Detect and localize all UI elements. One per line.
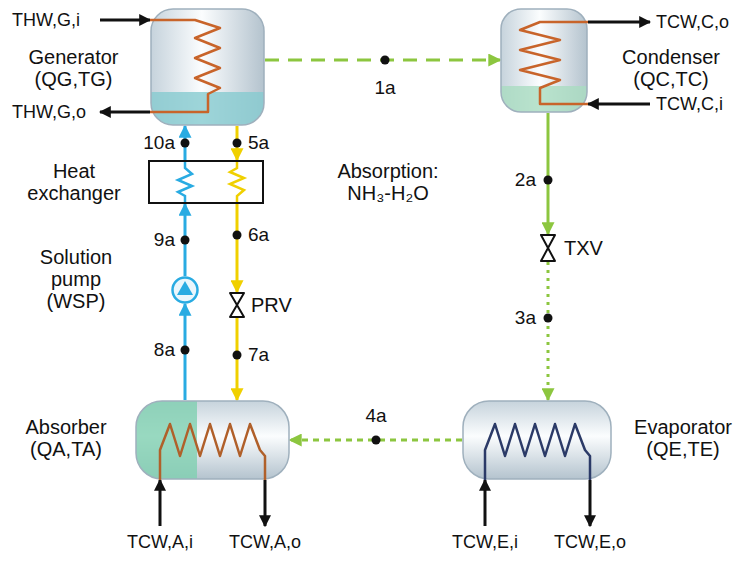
hot-water-outlet-arrow [100,111,150,114]
shape-drawing [135,400,290,480]
pump-casing [173,278,198,303]
state-point-label: 4a [363,405,388,427]
chilled-water-inlet-arrow [484,480,487,526]
liquid-level [136,401,197,479]
heat-transfer-coil [485,424,590,480]
state-point-dot [181,236,190,245]
flow-line [236,204,239,292]
label-holder: PRV [251,292,301,318]
pump-triangle [177,281,193,295]
label-holder: Evaporator (QE,TE) [618,416,748,460]
component-label: PRV [251,292,301,318]
vessel-body [463,401,611,479]
component-label: Absorber (QA,TA) [3,416,129,460]
temperature-label: TCW,C,i [656,93,723,115]
cooling-water-outlet-arrow [588,21,650,24]
valve-symbol: TXV [540,234,556,262]
flow-line [547,262,550,400]
temperature-label: TCW,A,o [229,531,301,553]
state-point-label: 3a [513,307,538,329]
state-point-label: 9a [152,229,177,251]
weak-solution-coil [230,162,244,202]
label-holder: Absorber (QA,TA) [3,416,129,460]
label-holder: Solution pump (WSP) [21,246,131,312]
state-point-dot [372,436,381,445]
temperature-label: TCW,C,o [656,11,729,33]
state-point-dot [233,231,242,240]
component-label: Generator (QG,TG) [2,46,145,90]
shape-drawing [150,8,265,126]
temperature-label: TCW,E,i [452,531,518,553]
temperature-label: THW,G,i [12,9,80,31]
heat-transfer-coil [160,424,265,480]
label-holder: Generator (QG,TG) [2,46,145,90]
temperature-label: THW,G,o [12,101,86,123]
strong-solution-coil [178,162,192,202]
state-point-dot [544,314,553,323]
cooling-water-inlet-arrow [159,480,162,526]
component-label: Heat exchanger [8,160,140,204]
component-label: Condenser (QC,TC) [596,46,746,90]
heat-transfer-coil [150,20,220,112]
vessel-body [151,9,264,125]
vessel-outline [151,9,264,125]
liquid-level [501,86,587,112]
temperature-label: TCW,A,i [127,531,193,553]
working-pair-label: Absorption: NH₃-H₂O [313,160,463,204]
state-point-label: 2a [513,169,538,191]
temperature-label: TCW,E,o [554,531,626,553]
generator-vessel: Generator (QG,TG) [150,8,265,126]
state-point-label: 8a [152,339,177,361]
shape-drawing [462,400,612,480]
label-holder: Heat exchanger [8,160,140,204]
pump-symbol: Solution pump (WSP) [171,276,199,304]
cooling-water-outlet-arrow [264,480,267,526]
valve-bowtie [230,293,244,317]
state-point-label: 6a [246,224,271,246]
state-point-label: 1a [372,77,397,99]
vessel-body [501,9,587,112]
condenser-vessel: Condenser (QC,TC) [500,8,588,113]
vessel-outline [463,401,611,479]
heat-exchanger-box: Heat exchanger [148,160,264,204]
vessel-body [136,401,289,479]
state-point-dot [181,346,190,355]
shape-drawing [540,234,556,262]
state-point-dot [381,56,390,65]
state-point-label: 7a [246,344,271,366]
cooling-water-inlet-arrow [588,103,650,106]
valve-bowtie [541,235,555,261]
state-point-dot [233,351,242,360]
hot-water-inlet-arrow [100,19,150,22]
state-point-label: 5a [246,132,271,154]
state-point-dot [233,139,242,148]
state-point-dot [544,176,553,185]
evaporator-vessel: Evaporator (QE,TE) [462,400,612,480]
valve-symbol: PRV [229,292,245,318]
state-point-dot [181,139,190,148]
shape-drawing [150,162,262,202]
vessel-outline [501,9,587,112]
flow-line [547,113,550,234]
label-holder: Condenser (QC,TC) [596,46,746,90]
component-label: Solution pump (WSP) [21,246,131,312]
shape-drawing [171,276,199,304]
state-point-label: 10a [141,132,177,154]
component-label: TXV [564,235,614,261]
label-holder: TXV [564,235,614,261]
vessel-outline [136,401,289,479]
absorber-vessel: Absorber (QA,TA) [135,400,290,480]
shape-drawing [500,8,588,113]
heat-transfer-coil [520,22,588,104]
component-label: Evaporator (QE,TE) [618,416,748,460]
shape-drawing [229,292,245,318]
chilled-water-outlet-arrow [589,480,592,526]
